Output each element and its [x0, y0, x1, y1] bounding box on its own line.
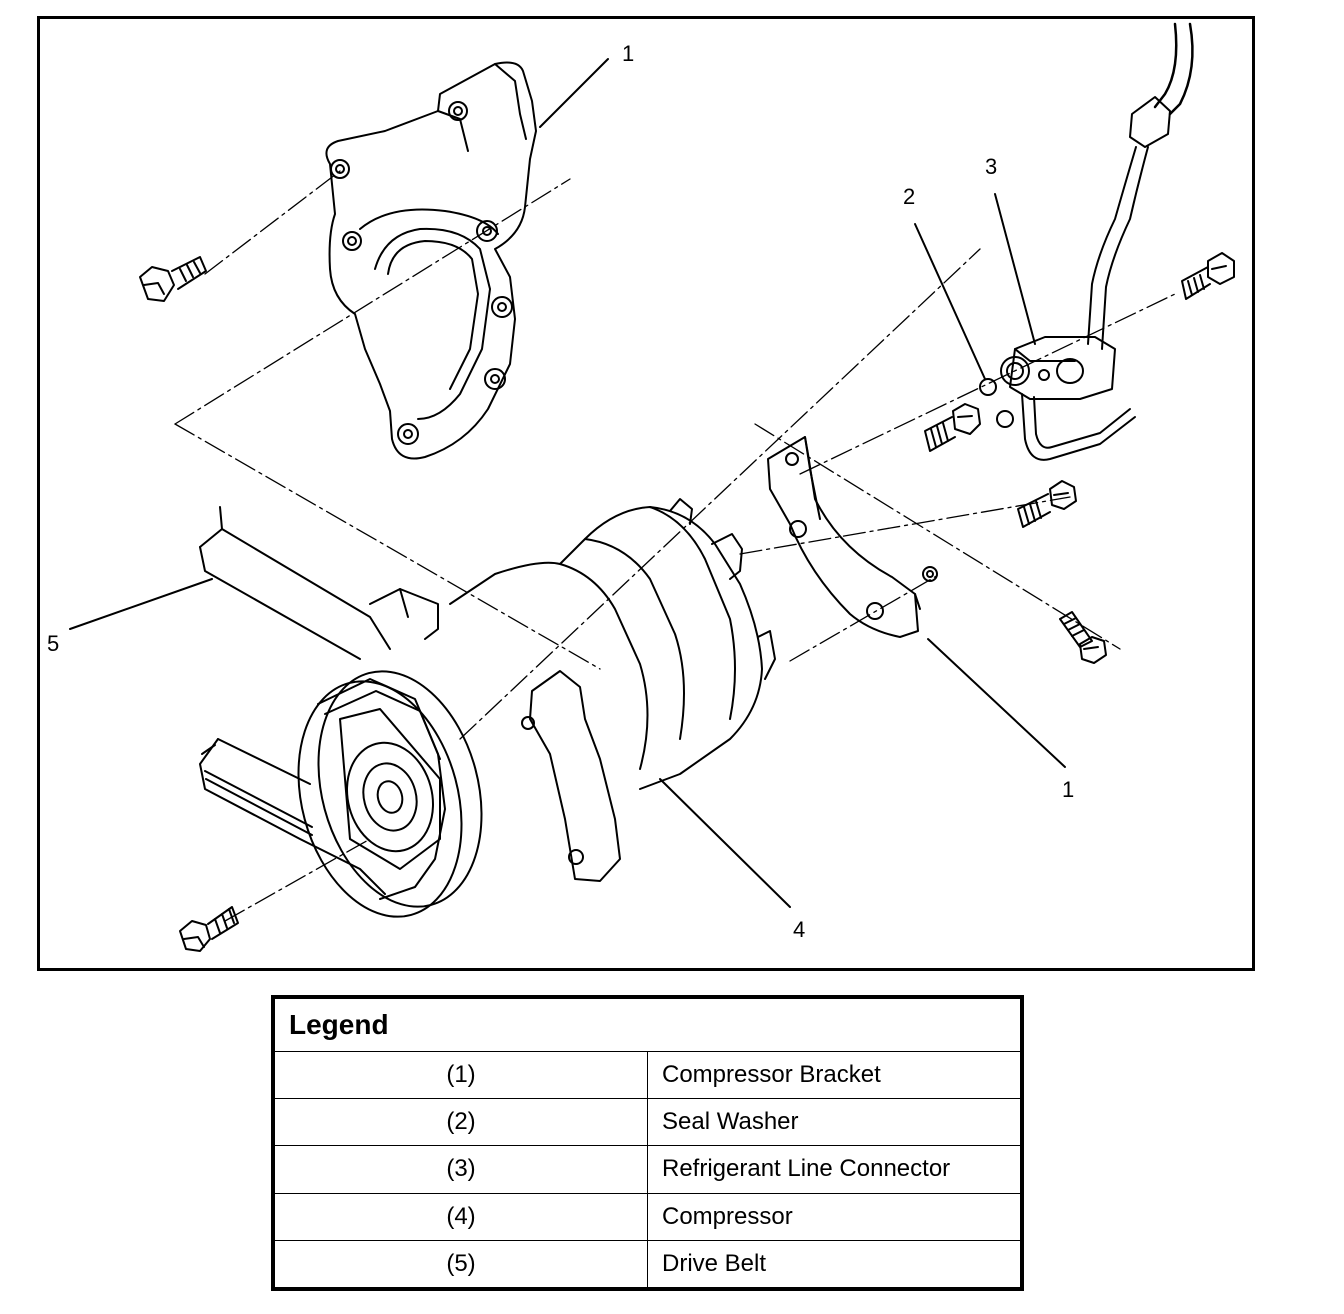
alignment-lines: [174, 170, 1176, 922]
seal-washers: [979, 378, 1014, 428]
legend-number: (4): [274, 1192, 648, 1241]
leader-lines: [69, 58, 1066, 908]
bolt-upper-right: [1181, 252, 1235, 300]
bolt-right-mid: [1017, 480, 1077, 528]
legend-row: (2) Seal Washer: [274, 1098, 1021, 1147]
compressor: [297, 498, 776, 918]
legend-row: (3) Refrigerant Line Connector: [274, 1145, 1021, 1194]
legend-title: Legend: [274, 998, 1021, 1052]
callout-2: 2: [903, 184, 915, 209]
bolt-upper-left: [139, 256, 207, 302]
legend-row: (5) Drive Belt: [274, 1239, 1021, 1289]
callout-1-top: 1: [622, 41, 634, 66]
diagram-drawing: 1 2 3 5 1 4: [47, 22, 1235, 952]
washer: [922, 566, 938, 582]
legend-description: Compressor Bracket: [647, 1050, 1021, 1100]
compressor-bracket-upper: [325, 61, 537, 460]
callout-1-bottom: 1: [1062, 777, 1074, 802]
callout-4: 4: [793, 917, 805, 942]
bolt-lower-left: [179, 906, 239, 952]
legend-number: (3): [274, 1145, 648, 1194]
legend-description: Compressor: [647, 1192, 1021, 1241]
legend-table: Legend (1) Compressor Bracket (2) Seal W…: [271, 995, 1024, 1291]
refrigerant-line: [1000, 22, 1194, 461]
legend-number: (5): [274, 1239, 648, 1289]
bolt-center: [924, 403, 981, 452]
legend-description: Refrigerant Line Connector: [647, 1145, 1021, 1194]
legend-description: Seal Washer: [647, 1098, 1021, 1147]
legend-row: (4) Compressor: [274, 1192, 1021, 1241]
legend-number: (2): [274, 1098, 648, 1147]
callout-5: 5: [47, 631, 59, 656]
legend-row: (1) Compressor Bracket: [274, 1050, 1021, 1100]
washer-hole: [926, 570, 934, 578]
legend-description: Drive Belt: [647, 1239, 1021, 1289]
bolt-lower-right: [1059, 611, 1107, 664]
exploded-diagram: 1 2 3 5 1 4: [37, 16, 1255, 971]
compressor-bracket-lower: [767, 436, 921, 638]
callout-3: 3: [985, 154, 997, 179]
drive-belt: [199, 506, 391, 895]
legend-number: (1): [274, 1050, 648, 1100]
